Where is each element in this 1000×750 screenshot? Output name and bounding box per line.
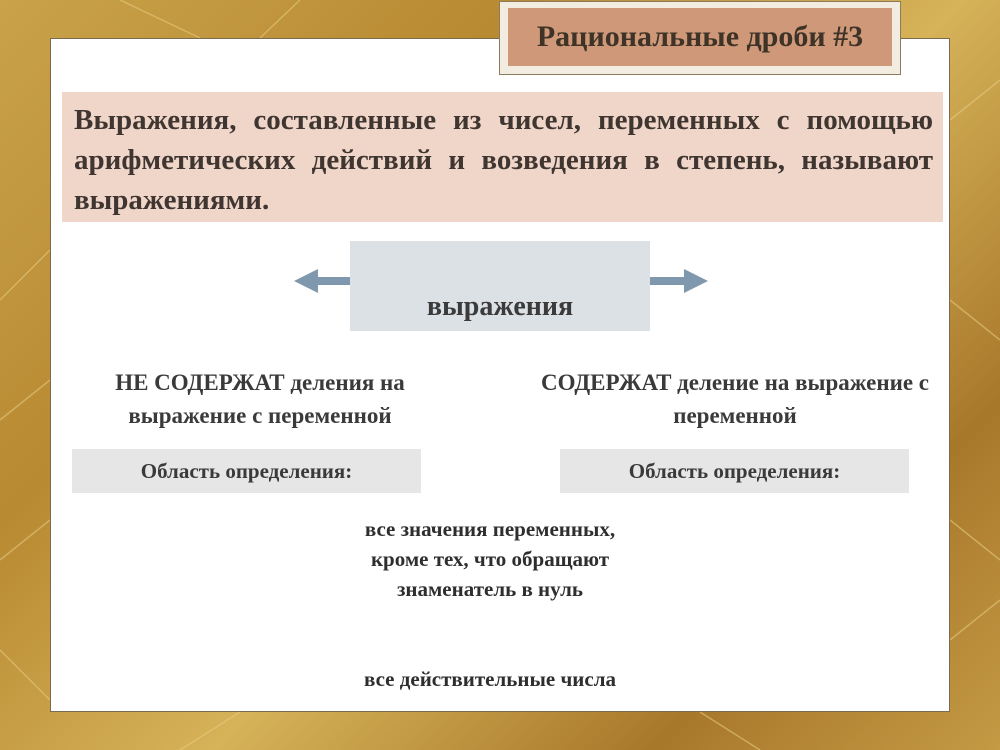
slide-title-frame: Рациональные дроби #3 bbox=[499, 1, 901, 75]
domain-answer-all-reals: все действительные числа bbox=[364, 667, 616, 691]
left-heading-rest: деления на выражение с переменной bbox=[128, 370, 405, 428]
left-arrow-icon bbox=[294, 269, 352, 293]
right-column-heading: СОДЕРЖАТ деление на выражение с переменн… bbox=[535, 366, 935, 432]
left-domain-label: Область определения: bbox=[72, 449, 421, 493]
right-heading-rest: деление на выражение с переменной bbox=[673, 370, 930, 428]
left-column-heading: НЕ СОДЕРЖАТ деления на выражение с перем… bbox=[60, 366, 460, 432]
right-arrow-icon bbox=[650, 269, 708, 293]
expressions-label: выражения bbox=[350, 241, 650, 331]
right-heading-bold: СОДЕРЖАТ bbox=[540, 370, 672, 395]
domain-answer-excluding: все значения переменных, кроме тех, что … bbox=[364, 517, 616, 601]
slide-title: Рациональные дроби #3 bbox=[508, 8, 892, 66]
right-domain-label: Область определения: bbox=[560, 449, 909, 493]
definition-text: Выражения, составленные из чисел, переме… bbox=[62, 92, 943, 222]
left-heading-bold: НЕ СОДЕРЖАТ bbox=[115, 370, 285, 395]
